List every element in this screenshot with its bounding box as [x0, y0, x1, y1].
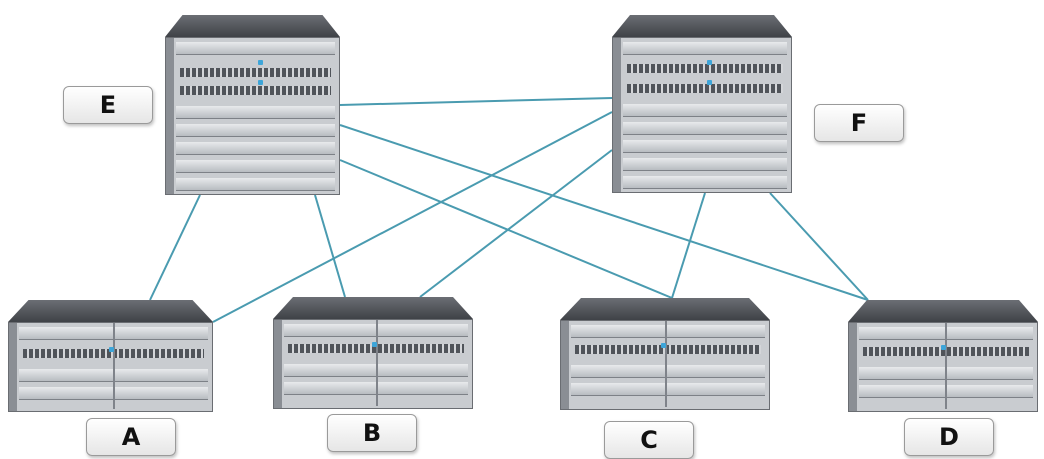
label-E: E	[63, 86, 153, 124]
switch-chassis-body	[848, 322, 1038, 412]
label-F: F	[814, 104, 904, 142]
label-C: C	[604, 421, 694, 459]
link-E-C	[339, 159, 673, 299]
switch-A	[8, 300, 213, 412]
switch-chassis-top	[848, 300, 1038, 322]
link-F-B	[419, 149, 613, 298]
link-E-F	[339, 97, 613, 106]
label-B: B	[327, 414, 417, 452]
switch-chassis-top	[273, 297, 473, 319]
switch-E	[165, 15, 340, 195]
switch-chassis-body	[612, 37, 792, 193]
label-A: A	[86, 418, 176, 456]
link-E-D	[339, 124, 869, 301]
link-F-A	[212, 111, 613, 323]
switch-B	[273, 297, 473, 409]
link-F-D	[769, 192, 869, 301]
switch-C	[560, 298, 770, 410]
link-E-B	[314, 194, 346, 298]
switch-chassis-body	[560, 320, 770, 410]
switch-chassis-top	[8, 300, 213, 322]
switch-chassis-top	[560, 298, 770, 320]
switch-chassis-top	[612, 15, 792, 37]
switch-chassis-body	[8, 322, 213, 412]
label-D: D	[904, 418, 994, 456]
switch-chassis-body	[273, 319, 473, 409]
switch-chassis-body	[165, 37, 340, 195]
switch-chassis-top	[165, 15, 340, 37]
switch-D	[848, 300, 1038, 412]
link-E-A	[149, 194, 201, 301]
switch-F	[612, 15, 792, 193]
link-F-C	[671, 192, 706, 299]
